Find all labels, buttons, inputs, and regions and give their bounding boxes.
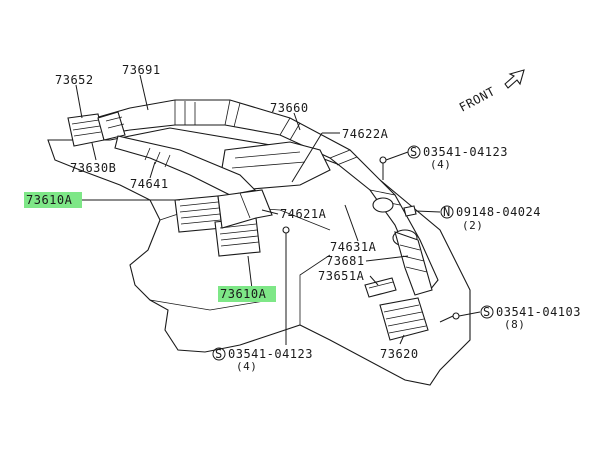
symbol-s-right: S bbox=[483, 305, 491, 319]
label-74631a: 74631A bbox=[330, 240, 377, 254]
label-73691: 73691 bbox=[122, 63, 161, 77]
label-73652: 73652 bbox=[55, 73, 94, 87]
screw-right bbox=[439, 312, 460, 323]
highlight-73610a-top bbox=[24, 192, 82, 208]
label-73610a-top: 73610A bbox=[26, 193, 73, 207]
number-s-right: 03541-04103 bbox=[496, 305, 581, 319]
label-74641: 74641 bbox=[130, 177, 169, 191]
label-74622a: 74622A bbox=[342, 127, 389, 141]
qty-s-right: (8) bbox=[504, 318, 525, 331]
label-73620: 73620 bbox=[380, 347, 419, 361]
label-73651a: 73651A bbox=[318, 269, 365, 283]
label-73630b: 73630B bbox=[70, 161, 116, 175]
highlight-73610a-bottom bbox=[218, 286, 276, 302]
center-vent-housing bbox=[217, 189, 273, 229]
symbol-s-top: S bbox=[410, 145, 418, 159]
number-s-top: 03541-04123 bbox=[423, 145, 508, 159]
front-label: FRONT bbox=[457, 84, 498, 114]
qty-s-bottom: (4) bbox=[236, 360, 257, 373]
screw-top bbox=[379, 156, 387, 180]
qty-n-mid: (2) bbox=[462, 219, 483, 232]
right-side-vent bbox=[379, 297, 429, 341]
callout-s-right: S 03541-04103 (8) bbox=[480, 305, 581, 331]
number-s-bottom: 03541-04123 bbox=[228, 347, 313, 361]
center-vent-left bbox=[174, 195, 223, 233]
right-duct bbox=[394, 231, 433, 296]
label-73681: 73681 bbox=[326, 254, 365, 268]
front-indicator: FRONT bbox=[457, 69, 525, 115]
symbol-n-mid: N bbox=[443, 205, 451, 219]
callout-s-top: S 03541-04123 (4) bbox=[407, 145, 508, 171]
callout-n-mid: N 09148-04024 (2) bbox=[440, 205, 541, 232]
callout-s-bottom: S 03541-04123 (4) bbox=[212, 347, 313, 373]
right-vent-grille bbox=[364, 277, 397, 298]
label-74621a: 74621A bbox=[280, 207, 327, 221]
qty-s-top: (4) bbox=[430, 158, 451, 171]
number-n-mid: 09148-04024 bbox=[456, 205, 541, 219]
left-side-vent bbox=[67, 111, 126, 147]
clip-mid bbox=[403, 205, 417, 217]
symbol-s-bottom: S bbox=[215, 347, 223, 361]
leader-lines bbox=[75, 74, 481, 345]
front-arrow-icon bbox=[504, 69, 525, 89]
label-73610a-bottom: 73610A bbox=[220, 287, 267, 301]
dashboard-panel bbox=[47, 127, 471, 386]
screw-center bbox=[282, 226, 290, 248]
label-73660: 73660 bbox=[270, 101, 309, 115]
